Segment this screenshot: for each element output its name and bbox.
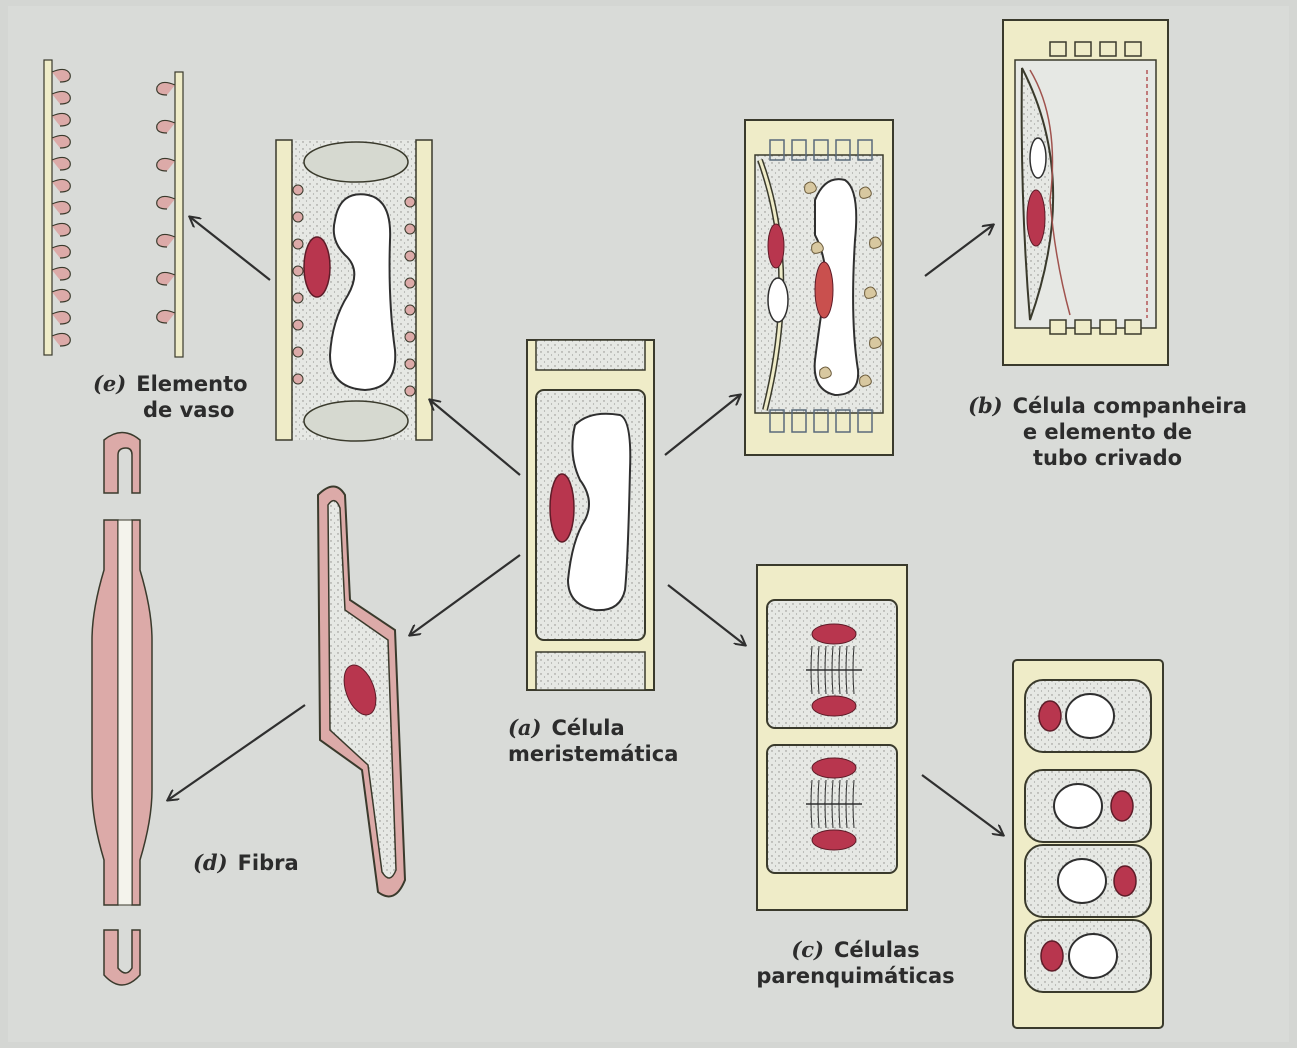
label-letter: (c): [791, 937, 824, 962]
nucleus: [304, 237, 330, 297]
plastid: [860, 187, 872, 198]
label-text: tubo crivado: [935, 445, 1280, 471]
wall-thickening: [293, 347, 303, 357]
vessel-element-cell: [276, 140, 432, 441]
plastid: [820, 367, 832, 378]
meristematic-cell: [527, 340, 654, 690]
label-text: de vaso: [93, 397, 248, 423]
wall-thickening: [405, 251, 415, 261]
plastid: [870, 237, 882, 248]
label-letter: (d): [193, 850, 228, 875]
sieve-pore: [1075, 42, 1091, 56]
wall-thickening: [405, 359, 415, 369]
sieve-pore: [1075, 320, 1091, 334]
label-text: Célula: [551, 716, 624, 740]
label-text: Células: [834, 938, 920, 962]
label-fiber: (d) Fibra: [193, 850, 299, 876]
parenchyma-dividing-cells: [757, 565, 907, 910]
wall-thickening: [293, 239, 303, 249]
label-text: Fibra: [238, 851, 299, 875]
sieve-pore: [1100, 320, 1116, 334]
plastid: [865, 287, 877, 298]
wall-thickening: [293, 293, 303, 303]
label-letter: (a): [508, 715, 541, 740]
wall-thickening: [293, 185, 303, 195]
label-companion-cell: (b) Célula companheira e elemento de tubo…: [935, 393, 1280, 471]
label-text: meristemática: [508, 741, 678, 767]
label-letter: (b): [968, 393, 1003, 418]
label-text: e elemento de: [935, 419, 1280, 445]
vacuole: [1058, 859, 1106, 903]
plastid: [860, 375, 872, 386]
vacuole: [1054, 784, 1102, 828]
label-vessel-element: (e) Elemento de vaso: [93, 371, 248, 423]
label-parenchyma-cells: (c) Células parenquimáticas: [743, 937, 968, 989]
vacuole: [1069, 934, 1117, 978]
label-letter: (e): [93, 371, 126, 396]
wall-thickening: [405, 197, 415, 207]
sieve-pore: [1125, 320, 1141, 334]
vacuole: [1066, 694, 1114, 738]
wall-thickening: [293, 374, 303, 384]
nucleus: [1114, 866, 1136, 896]
nucleus: [1111, 791, 1133, 821]
wall-thickening: [405, 278, 415, 288]
plastid: [805, 182, 817, 193]
label-meristematic-cell: (a) Célula meristemática: [508, 715, 678, 767]
companion-cell-precursor: [745, 120, 893, 455]
wall-thickening: [293, 212, 303, 222]
wall-thickening: [293, 266, 303, 276]
label-text: parenquimáticas: [743, 963, 968, 989]
wall-thickening: [293, 320, 303, 330]
sieve-pore: [1050, 320, 1066, 334]
plastid: [812, 242, 824, 253]
label-text: Elemento: [136, 372, 247, 396]
wall-thickening: [405, 224, 415, 234]
label-text: Célula companheira: [1013, 394, 1247, 418]
plastid: [870, 337, 882, 348]
sieve-tube-element: [1003, 20, 1168, 365]
wall-thickening: [405, 305, 415, 315]
nucleus: [1039, 701, 1061, 731]
nucleus: [550, 474, 574, 542]
sieve-pore: [1125, 42, 1141, 56]
sieve-pore: [1100, 42, 1116, 56]
nucleus: [1041, 941, 1063, 971]
wall-thickening: [405, 332, 415, 342]
wall-thickening: [405, 386, 415, 396]
parenchyma-mature-cells: [1013, 660, 1163, 1028]
sieve-pore: [1050, 42, 1066, 56]
